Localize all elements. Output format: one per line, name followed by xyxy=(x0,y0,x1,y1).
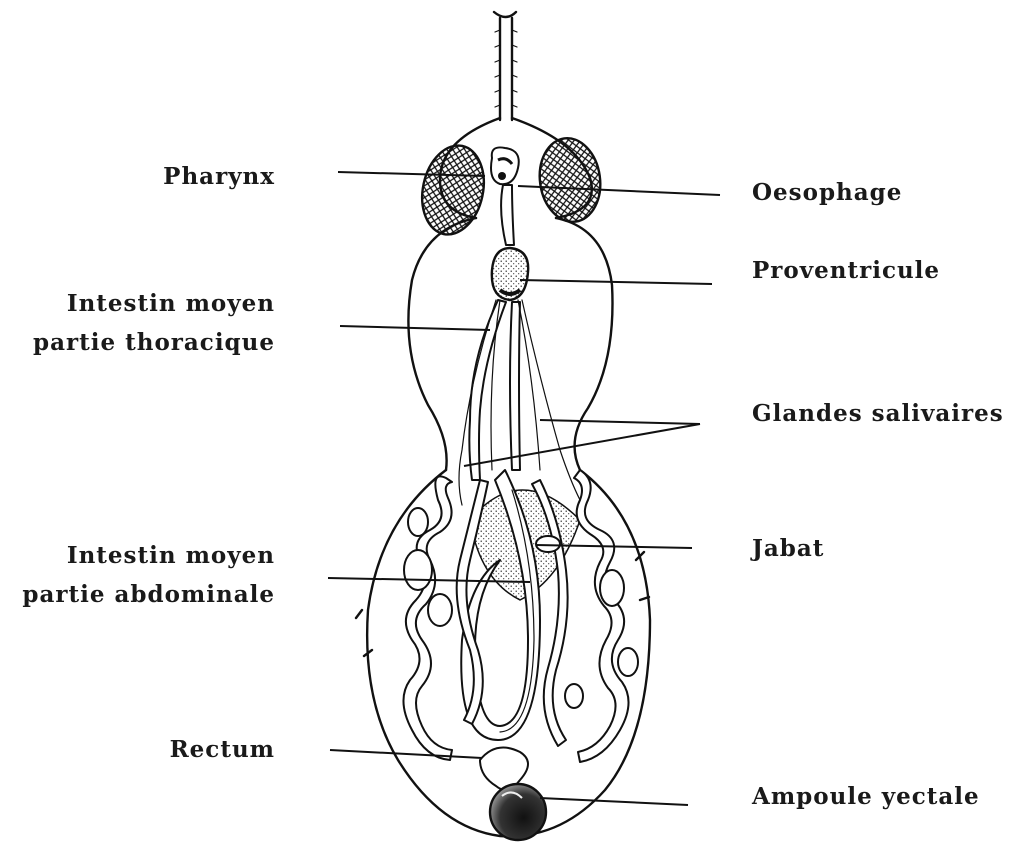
leader-intestin-thoracique xyxy=(340,326,490,330)
leader-glandes-salivaires-2 xyxy=(464,424,700,466)
leader-rectum xyxy=(330,750,482,758)
label-intestin-thoracique-line1: Intestin moyen xyxy=(67,290,275,317)
leader-glandes-salivaires-1 xyxy=(540,420,700,424)
labels-left: Pharynx Intestin moyen partie thoracique… xyxy=(22,163,275,763)
label-rectum: Rectum xyxy=(170,736,275,763)
insect-body-outline xyxy=(356,12,650,836)
leader-ampoule-yectale xyxy=(540,798,688,805)
label-oesophage: Oesophage xyxy=(752,179,902,206)
label-pharynx: Pharynx xyxy=(163,163,275,190)
labels-right: Oesophage Proventricule Glandes salivair… xyxy=(750,179,1004,810)
label-jabat: Jabat xyxy=(750,535,824,562)
leader-proventricule xyxy=(520,280,712,284)
label-glandes-salivaires: Glandes salivaires xyxy=(752,400,1004,427)
label-intestin-abdominale-line1: Intestin moyen xyxy=(67,542,275,569)
label-intestin-abdominale-line2: partie abdominale xyxy=(22,581,275,608)
label-intestin-thoracique-line2: partie thoracique xyxy=(33,329,275,356)
label-proventricule: Proventricule xyxy=(752,257,940,284)
label-ampoule-yectale: Ampoule yectale xyxy=(751,783,980,810)
